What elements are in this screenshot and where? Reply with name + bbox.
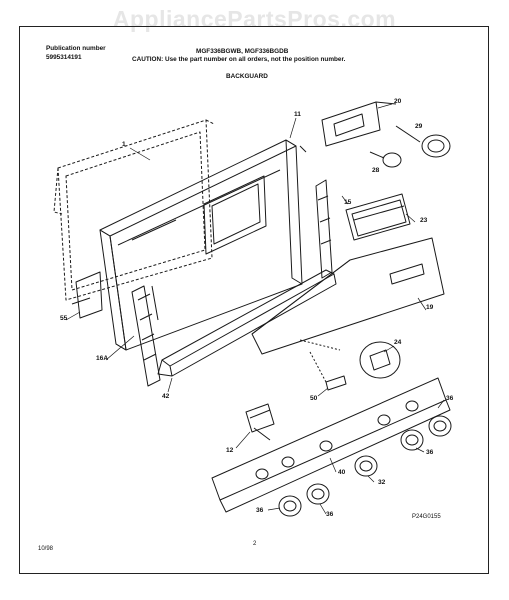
part-28-knob [369,151,402,168]
diagram-code: P24G0155 [412,514,441,520]
leader-lines [65,103,445,515]
part-50-bracket [309,351,347,391]
callout-32: 32 [378,479,386,486]
callout-24: 24 [394,339,402,346]
section-title: BACKGUARD [226,73,268,80]
page-number: 2 [253,541,257,547]
part-42-trim-rail [157,269,337,377]
part-1-rear-panel [53,119,215,301]
diagram-frame [19,26,489,574]
lower-knob-panel [211,377,451,513]
part-23-lens [345,193,411,241]
knob-holes [255,400,419,480]
part-29-knob [395,125,451,158]
callout-19: 19 [426,304,434,311]
publication-label: Publication number [46,45,106,52]
part-55-bracket [71,271,103,319]
part-19-control-panel [251,237,445,355]
callout-23: 23 [420,217,428,224]
callout-50: 50 [310,395,318,402]
part-15-side-strip [315,179,333,279]
callout-36-a: 36 [446,395,454,402]
part-11-backguard-housing [99,139,307,351]
publication-number: 5995314191 [46,54,82,61]
callout-28: 28 [372,167,380,174]
part-12-module [245,403,275,441]
callout-40: 40 [338,469,346,476]
part-20-control-board [321,101,397,147]
callout-55: 55 [60,315,68,322]
part-24-switch [299,339,401,379]
callout-36-d: 36 [326,511,334,518]
knobs [278,415,452,517]
watermark: AppliancePartsPros.com [112,6,397,32]
caution-note: CAUTION: Use the part number on all orde… [132,56,346,63]
callout-36-c: 36 [256,507,264,514]
footer-date: 10/98 [38,546,54,552]
part-16a-side-strip [131,285,161,387]
callout-1: 1 [122,141,126,148]
callout-20: 20 [394,98,402,105]
model-numbers: MGF336BGWB, MGF336BGDB [196,48,289,55]
callout-11: 11 [294,111,301,118]
callout-15: 15 [344,199,352,206]
callout-29: 29 [415,123,423,130]
callout-42: 42 [162,393,170,400]
callout-16a: 16A [96,355,109,362]
callout-12: 12 [226,447,234,454]
callout-36-b: 36 [426,449,434,456]
